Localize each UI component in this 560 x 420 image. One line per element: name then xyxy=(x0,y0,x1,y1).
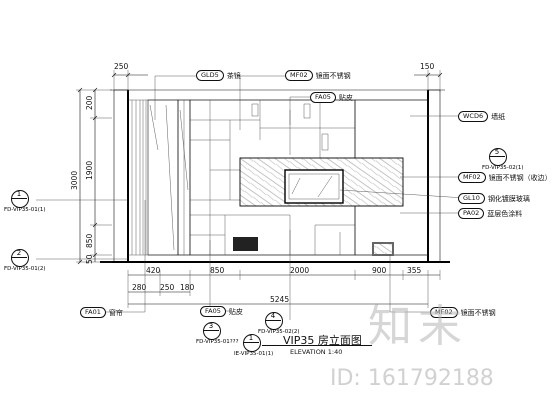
tag-gld5: GLD5 茶镜 xyxy=(196,70,241,81)
drawing-scale: ELEVATION 1:40 xyxy=(290,348,343,356)
tag-pa02-code: PA02 xyxy=(458,208,485,219)
curtain xyxy=(131,99,179,256)
left-dimensions xyxy=(76,87,112,265)
tag-fa05-top: FA05 贴皮 xyxy=(310,92,353,103)
title-marker-num: 1 xyxy=(248,334,254,342)
leader-lines xyxy=(36,75,466,320)
total-width-dim: 5245 xyxy=(270,295,289,304)
bottom-dim-900: 900 xyxy=(372,266,387,275)
section-marker-4: 4 FD-VIP35-02(2) xyxy=(258,312,300,335)
top-dimensions xyxy=(111,70,443,92)
shelving-grid xyxy=(189,99,356,256)
bottom-dim-250: 250 xyxy=(160,283,175,292)
tv-panel xyxy=(239,157,404,207)
tag-gl10: GL10 钢化镀膜玻璃 xyxy=(458,193,530,204)
section-marker-2-ref: FD-VIP35-01(2) xyxy=(4,266,46,272)
tag-gl10-text: 钢化镀膜玻璃 xyxy=(487,194,530,203)
section-marker-5-ref: FD-VIP35-02(1) xyxy=(482,165,524,171)
section-marker-3-ref: FD-VIP35-01??? xyxy=(196,339,239,345)
section-marker-3-num: 3 xyxy=(208,322,214,330)
section-marker-5-num: 5 xyxy=(494,148,500,156)
section-marker-4-ref: FD-VIP35-02(2) xyxy=(258,329,300,335)
tag-mf02-right-code: MF02 xyxy=(458,172,486,183)
section-marker-2-num: 2 xyxy=(16,249,22,257)
tag-mf02-right-text: 镜面不锈钢（收边） xyxy=(488,173,552,182)
section-marker-1-ref: FD-VIP35-01(1) xyxy=(4,207,46,213)
bottom-dim-2000: 2000 xyxy=(290,266,309,275)
watermark-logo: 知末 xyxy=(368,301,468,352)
title-marker-ref: IE-VIP35-01(1) xyxy=(234,351,274,357)
tag-fa05-top-text: 贴皮 xyxy=(338,93,353,102)
bottom-dim-420: 420 xyxy=(146,266,161,275)
tag-fa01-code: FA01 xyxy=(80,307,106,318)
tag-gld5-text: 茶镜 xyxy=(226,71,241,80)
section-marker-5: 5 FD-VIP35-02(1) xyxy=(482,148,524,171)
drawing-title: VIP35 房立面图 xyxy=(283,334,362,347)
tag-mf02-top-code: MF02 xyxy=(285,70,313,81)
left-dim-200: 200 xyxy=(85,95,94,110)
section-marker-4-num: 4 xyxy=(270,312,276,320)
bottom-dim-180: 180 xyxy=(180,283,195,292)
tag-mf02-right: MF02 镜面不锈钢（收边） xyxy=(458,172,552,183)
section-marker-1: 1 FD-VIP35-01(1) xyxy=(4,190,46,213)
section-marker-1-num: 1 xyxy=(16,190,22,198)
tag-gl10-code: GL10 xyxy=(458,193,485,204)
tag-gld5-code: GLD5 xyxy=(196,70,224,81)
left-dim-1900: 1900 xyxy=(85,161,94,180)
tag-wcd6-text: 墙纸 xyxy=(491,112,506,121)
mirror-panels xyxy=(177,99,191,256)
tag-fa05-bottom-text: 贴皮 xyxy=(228,307,243,316)
tag-mf02-top: MF02 镜面不锈钢 xyxy=(285,70,351,81)
tag-pa02-text: 蓝层色涂料 xyxy=(487,209,523,218)
tag-wcd6-code: WCD6 xyxy=(458,111,489,122)
tag-mf02-bottom-text: 镜面不锈钢 xyxy=(460,308,496,317)
bottom-dim-850: 850 xyxy=(210,266,225,275)
top-dim-150: 150 xyxy=(420,62,435,71)
tag-mf02-bottom-code: MF02 xyxy=(430,307,458,318)
top-dim-250: 250 xyxy=(114,62,129,71)
tag-mf02-bottom: MF02 镜面不锈钢 xyxy=(430,307,496,318)
bottom-dimensions xyxy=(127,270,441,308)
tag-wcd6: WCD6 墙纸 xyxy=(458,111,505,122)
section-marker-3: 3 FD-VIP35-01??? xyxy=(196,322,239,345)
section-marker-2: 2 FD-VIP35-01(2) xyxy=(4,249,46,272)
watermark-id: ID: 161792188 xyxy=(330,366,494,391)
left-dim-3000: 3000 xyxy=(70,171,79,190)
tag-fa05-top-code: FA05 xyxy=(310,92,336,103)
title-underline xyxy=(262,345,372,346)
drawing-title-block: 1 IE-VIP35-01(1) VIP35 房立面图 ELEVATION 1:… xyxy=(234,334,410,370)
tag-fa05-bottom: FA05 贴皮 xyxy=(200,306,243,317)
left-dim-850: 850 xyxy=(85,233,94,248)
tag-fa01: FA01 窗帘 xyxy=(80,307,123,318)
title-marker: 1 IE-VIP35-01(1) xyxy=(234,334,273,357)
tag-mf02-top-text: 镜面不锈钢 xyxy=(315,71,351,80)
side-table xyxy=(372,242,394,256)
left-wall-section xyxy=(113,89,129,263)
bottom-dim-355: 355 xyxy=(407,266,422,275)
bottom-dim-280: 280 xyxy=(132,283,147,292)
tag-fa01-text: 窗帘 xyxy=(108,308,123,317)
tag-fa05-bottom-code: FA05 xyxy=(200,306,226,317)
tag-pa02: PA02 蓝层色涂料 xyxy=(458,208,522,219)
